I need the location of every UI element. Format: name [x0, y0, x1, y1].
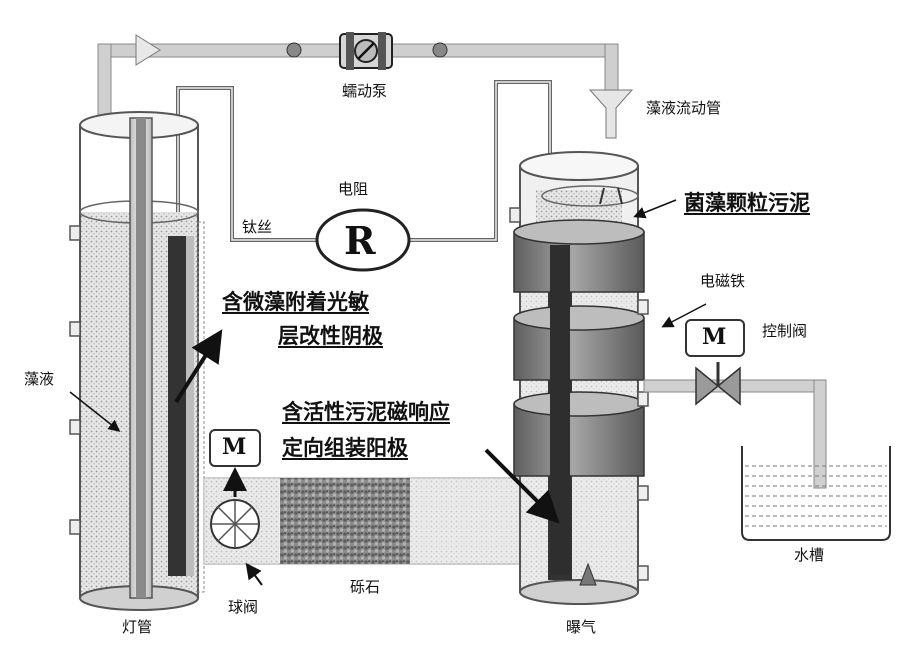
anode-label-line2: 定向组装阳极 [282, 438, 408, 459]
photocathode-label-line1: 含微藻附着光敏 [222, 292, 369, 313]
motor-right-symbol: M [702, 326, 726, 348]
electromagnet-label: 电磁铁 [700, 274, 745, 289]
titanium-wire-label: 钛丝 [242, 220, 272, 235]
left-sample-ports [70, 226, 80, 534]
gravel-label: 砾石 [350, 580, 380, 595]
ball-valve [211, 500, 259, 548]
funnel-icon [590, 90, 632, 138]
aeration-label: 曝气 [566, 620, 596, 635]
ball-valve-label: 球阀 [228, 600, 258, 615]
gravel-bed [280, 478, 410, 564]
control-valve [696, 362, 740, 404]
resistor-label: 电阻 [338, 182, 368, 197]
peristaltic-pump-label: 蠕动泵 [342, 84, 387, 99]
photocathode-label-line2: 层改性阴极 [278, 326, 383, 347]
algae-flow-tube-label: 藻液流动管 [646, 101, 721, 116]
motor-left-symbol: M [222, 436, 246, 458]
algae-bacteria-sludge-label: 菌藻颗粒污泥 [684, 193, 810, 214]
water-tank-label: 水槽 [794, 548, 824, 563]
resistor-symbol: R [344, 222, 376, 260]
flow-arrow-left-icon [136, 35, 160, 65]
left-reactor [80, 112, 204, 610]
control-valve-label: 控制阀 [762, 324, 807, 339]
anode-label-line1: 含活性污泥磁响应 [282, 402, 450, 423]
algae-liquid-label: 藻液 [24, 372, 54, 387]
photocathode [168, 236, 186, 576]
lamp-tube-label: 灯管 [122, 620, 152, 635]
